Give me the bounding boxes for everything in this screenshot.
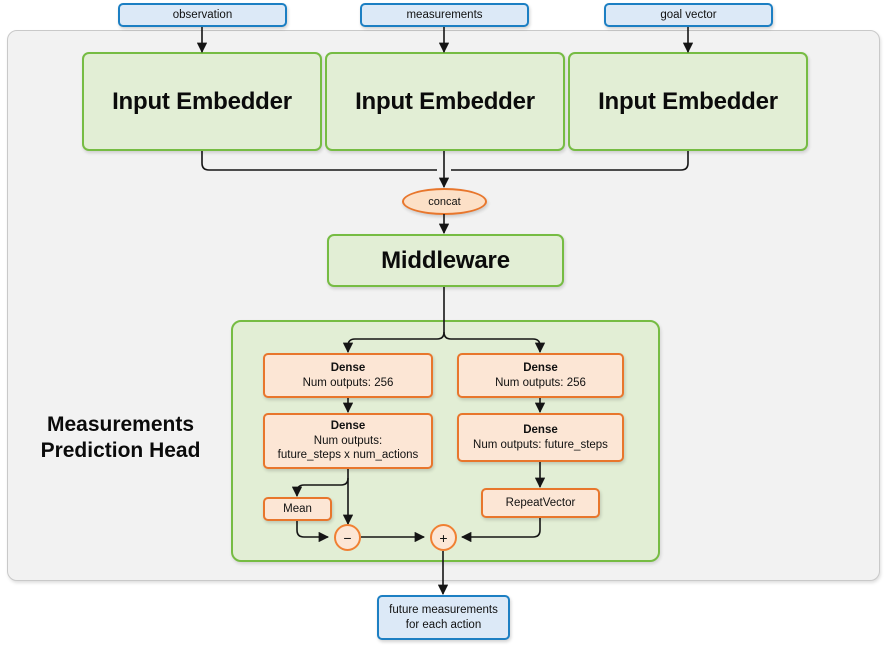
head-label-line2: Prediction Head	[40, 439, 201, 463]
measurements-prediction-head-label: Measurements Prediction Head	[18, 412, 223, 465]
mean-node[interactable]: Mean	[263, 497, 332, 521]
left-dense-actions-detail-1: Num outputs:	[313, 434, 383, 447]
left-dense-256[interactable]: Dense Num outputs: 256	[263, 353, 433, 398]
repeat-vector-label: RepeatVector	[505, 496, 576, 509]
right-dense-future-steps[interactable]: Dense Num outputs: future_steps	[457, 413, 624, 462]
input-embedder-observation-label: Input Embedder	[112, 87, 292, 115]
input-embedder-measurements-label: Input Embedder	[355, 87, 535, 115]
input-box-measurements[interactable]: measurements	[360, 3, 529, 27]
right-dense-256[interactable]: Dense Num outputs: 256	[457, 353, 624, 398]
subtract-symbol: −	[343, 529, 352, 546]
repeat-vector-node[interactable]: RepeatVector	[481, 488, 600, 518]
left-dense-256-detail: Num outputs: 256	[302, 376, 394, 389]
input-box-goal-vector[interactable]: goal vector	[604, 3, 773, 27]
input-box-measurements-label: measurements	[406, 8, 483, 21]
left-dense-256-title: Dense	[330, 361, 366, 374]
output-line2: for each action	[405, 618, 482, 631]
input-box-goal-vector-label: goal vector	[660, 8, 717, 21]
mean-label: Mean	[283, 502, 312, 515]
left-dense-actions-title: Dense	[330, 419, 366, 432]
input-embedder-observation[interactable]: Input Embedder	[82, 52, 322, 151]
right-dense-256-detail: Num outputs: 256	[495, 376, 586, 389]
input-box-observation-label: observation	[172, 8, 233, 21]
head-label-line1: Measurements	[46, 413, 195, 436]
right-dense-future-title: Dense	[523, 423, 558, 436]
subtract-operator[interactable]: −	[334, 524, 361, 551]
concat-label: concat	[428, 195, 461, 208]
middleware-label: Middleware	[381, 246, 510, 274]
input-embedder-goal-vector[interactable]: Input Embedder	[568, 52, 808, 151]
left-dense-actions-detail-2: future_steps x num_actions	[277, 449, 419, 462]
input-box-observation[interactable]: observation	[118, 3, 287, 27]
concat-node[interactable]: concat	[402, 188, 487, 215]
add-symbol: +	[439, 529, 448, 546]
right-dense-future-detail: Num outputs: future_steps	[473, 438, 608, 451]
input-embedder-measurements[interactable]: Input Embedder	[325, 52, 565, 151]
input-embedder-goal-vector-label: Input Embedder	[598, 87, 778, 115]
output-line1: future measurements	[389, 604, 498, 617]
left-dense-future-steps-num-actions[interactable]: Dense Num outputs: future_steps x num_ac…	[263, 413, 433, 469]
middleware-block[interactable]: Middleware	[327, 234, 564, 287]
output-box-future-measurements[interactable]: future measurements for each action	[377, 595, 510, 640]
add-operator[interactable]: +	[430, 524, 457, 551]
right-dense-256-title: Dense	[523, 361, 558, 374]
